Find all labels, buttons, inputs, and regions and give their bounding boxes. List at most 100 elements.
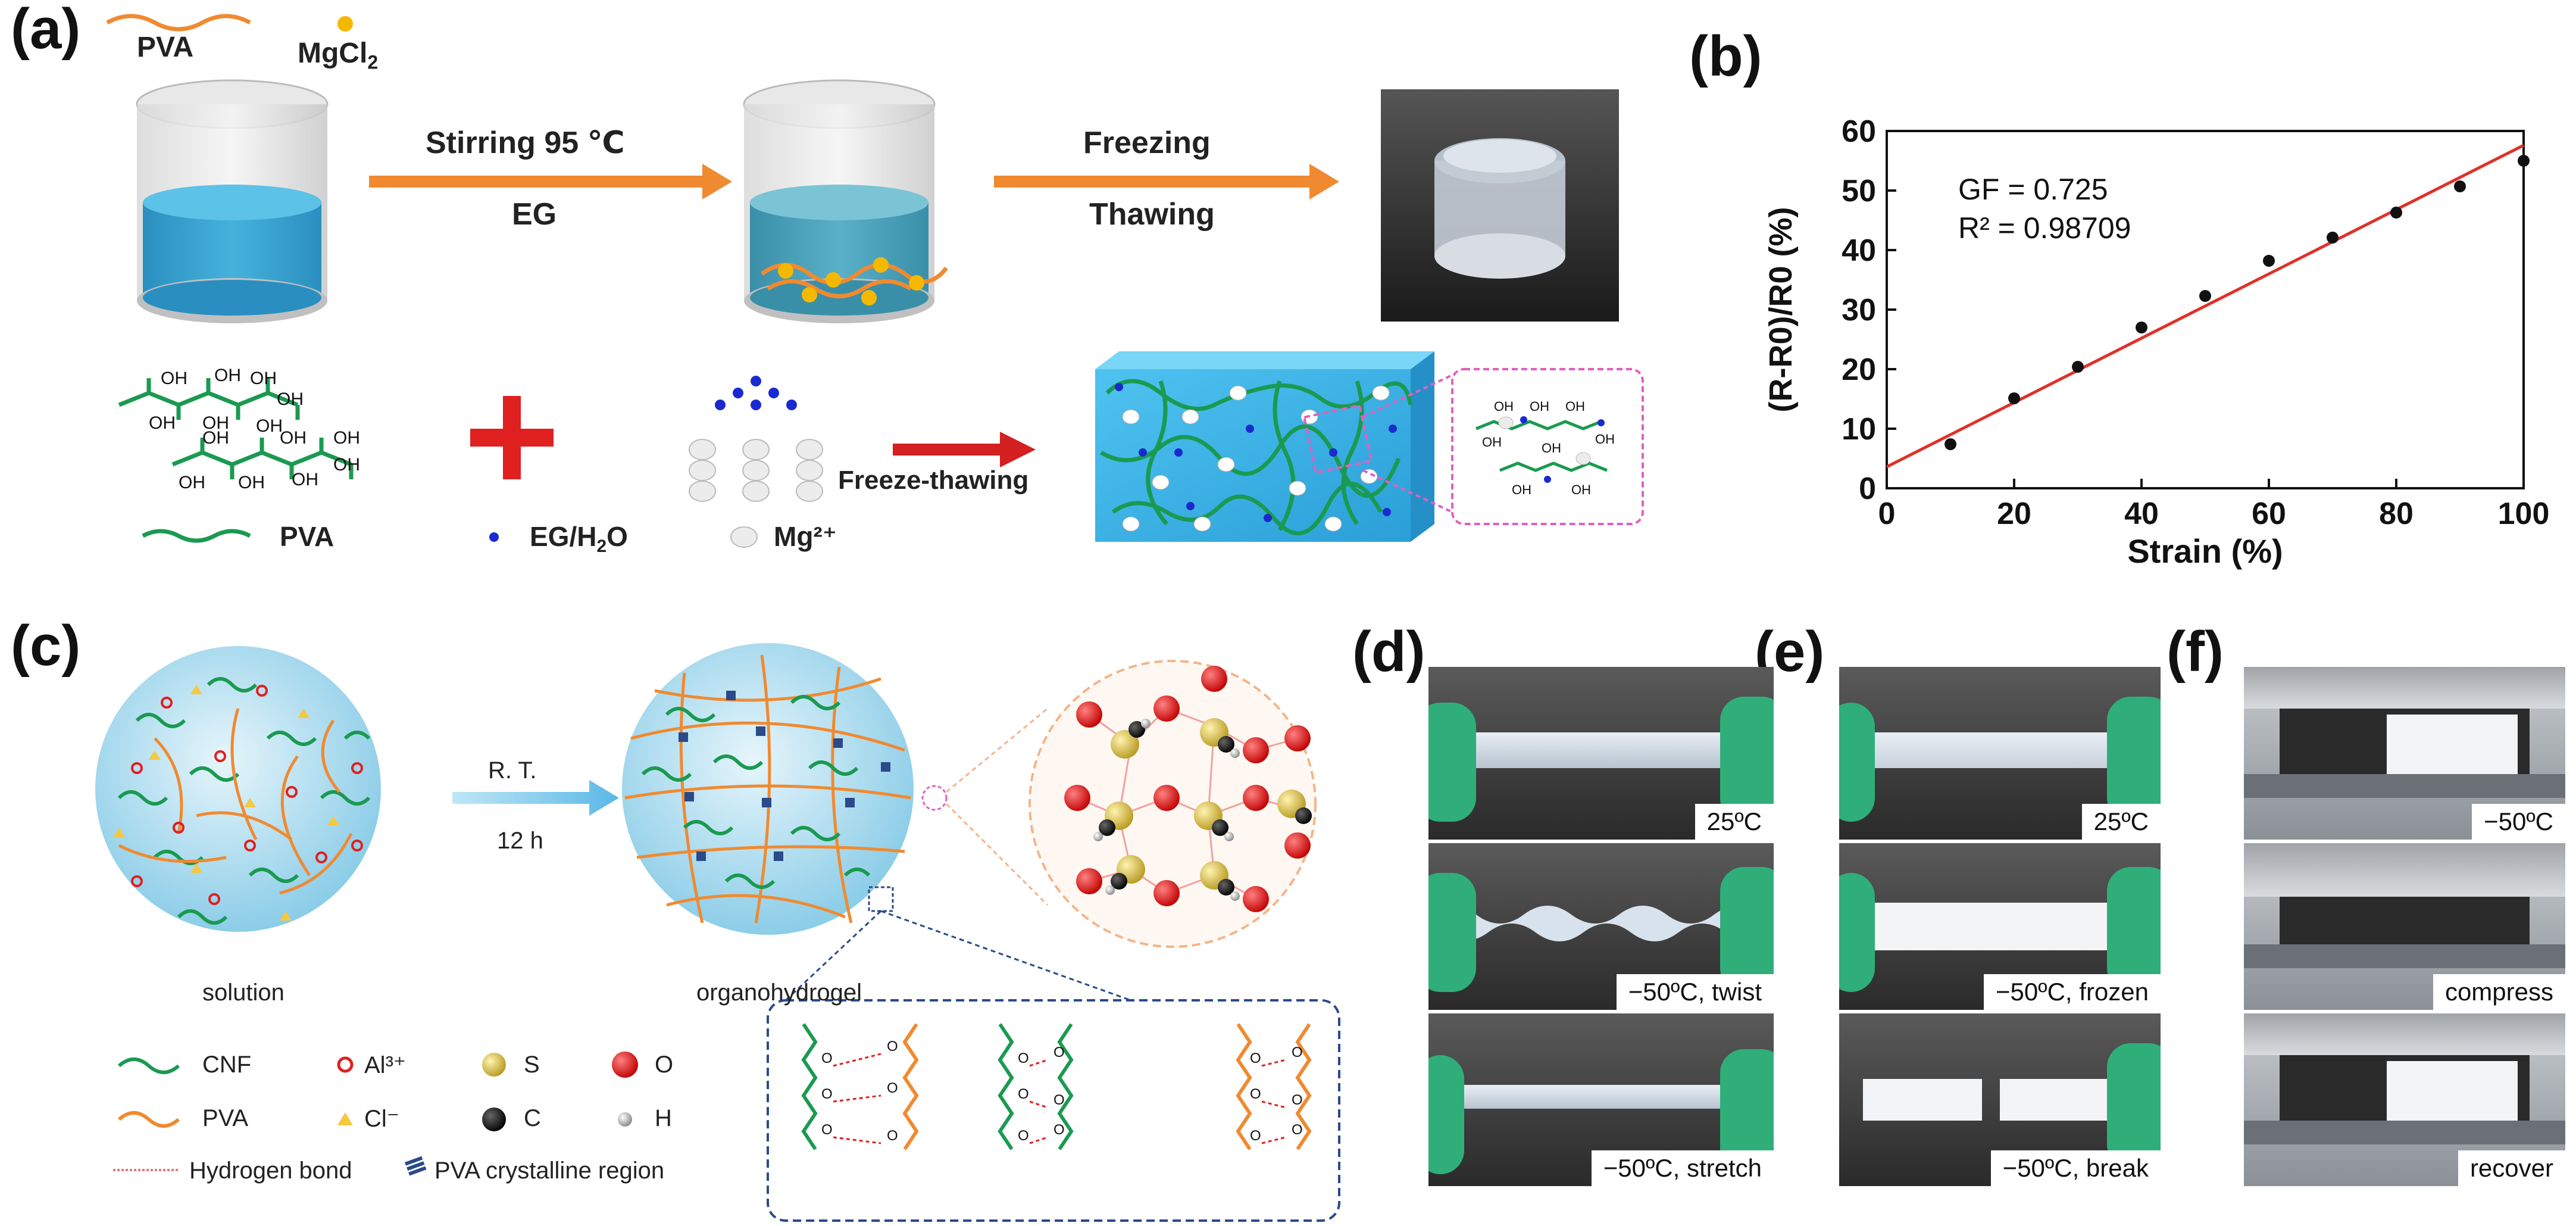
r2-annotation: R² = 0.98709 — [1958, 211, 2131, 245]
svg-text:O: O — [887, 1080, 898, 1096]
caption-e-frozen: −50ºC, frozen — [1984, 974, 2161, 1010]
oh-label: OH — [256, 416, 283, 436]
data-point — [2327, 232, 2339, 244]
svg-text:O: O — [1018, 1050, 1029, 1066]
organohydrogel-label: organohydrogel — [696, 979, 862, 1006]
crystal-key-icon — [405, 1156, 427, 1176]
gel-cube — [1095, 351, 1434, 542]
panel-c-schematic: OOO OOO OOO OOO OOO OOO — [95, 643, 1340, 1222]
panel-label-c: (c) — [11, 614, 81, 678]
o-key-label: O — [655, 1052, 674, 1078]
y-tick-label: 10 — [1842, 412, 1876, 447]
oh-label: OH — [280, 428, 307, 448]
freeze-thawing-label: Freeze-thawing — [838, 466, 1029, 495]
photo-d-stretch: −50ºC, stretch — [1428, 1013, 1774, 1186]
svg-text:O: O — [821, 1086, 833, 1102]
caption-f-recover: recover — [2458, 1150, 2565, 1186]
svg-text:OH: OH — [1542, 441, 1561, 456]
caption-d-stretch: −50ºC, stretch — [1591, 1150, 1774, 1186]
panel-label-b: (b) — [1689, 24, 1762, 88]
beaker-2 — [743, 79, 948, 323]
h-key-icon — [618, 1112, 632, 1127]
svg-text:O: O — [1053, 1092, 1065, 1108]
y-tick-label: 20 — [1842, 352, 1876, 387]
organohydrogel-sphere — [622, 643, 948, 935]
svg-text:OH: OH — [1530, 399, 1549, 414]
caption-d-twist: −50ºC, twist — [1616, 974, 1774, 1010]
svg-text:O: O — [887, 1038, 898, 1055]
pva-molecule-1 — [118, 378, 300, 420]
svg-text:O: O — [1018, 1086, 1029, 1102]
caption-e-break: −50ºC, break — [1990, 1150, 2161, 1186]
arrow-freeze-thawing — [893, 432, 1036, 467]
oh-label: OH — [149, 413, 176, 433]
arrow-stirring — [369, 164, 732, 199]
oh-label: OH — [202, 428, 229, 448]
x-axis-label: Strain (%) — [2127, 532, 2283, 570]
data-point — [2136, 322, 2147, 333]
oh-label: OH — [179, 473, 205, 492]
photo-f-compress: compress — [2244, 843, 2565, 1010]
pva-legend-squiggle — [106, 14, 251, 32]
oh-label: OH — [333, 428, 360, 448]
data-point — [2072, 361, 2084, 373]
svg-text:O: O — [821, 1122, 833, 1138]
svg-text:OH: OH — [1494, 399, 1514, 414]
y-axis-label: (R-R0)/R0 (%) — [1763, 207, 1799, 413]
oh-label: OH — [238, 473, 265, 492]
c-key-label: C — [524, 1105, 541, 1131]
arrow-freezing — [994, 164, 1339, 199]
svg-text:O: O — [1053, 1122, 1065, 1138]
oh-label: OH — [202, 413, 229, 433]
x-tick-label: 20 — [1997, 497, 2031, 531]
panel-label-a: (a) — [11, 0, 81, 61]
x-tick-label: 100 — [2498, 497, 2550, 531]
photo-e-25c: 25ºC — [1839, 667, 2161, 840]
mg-ions — [689, 439, 823, 502]
cl-key-icon — [337, 1112, 353, 1125]
data-point — [2518, 155, 2530, 167]
oh-label: OH — [214, 366, 241, 385]
y-tick-label: 0 — [1859, 472, 1876, 506]
molecules — [1064, 666, 1312, 912]
svg-text:O: O — [1018, 1128, 1029, 1144]
beaker-1 — [136, 79, 329, 323]
photo-d-25c: 25ºC — [1428, 667, 1774, 840]
eg-key-dot — [489, 532, 499, 542]
y-tick-label: 50 — [1842, 174, 1876, 208]
crystal-key-label: PVA crystalline region — [434, 1158, 665, 1184]
eg-key-label: EG/H2O — [530, 521, 628, 557]
fit-line — [1886, 143, 2525, 469]
data-point — [2199, 290, 2211, 302]
al-key-icon — [337, 1056, 354, 1073]
step2-bottom-label: Thawing — [1089, 197, 1215, 232]
s-key-icon — [482, 1053, 506, 1077]
data-point — [1944, 438, 1956, 450]
y-tick-label: 30 — [1842, 293, 1876, 327]
oh-label: OH — [292, 470, 318, 489]
svg-text:O: O — [1250, 1128, 1261, 1144]
h-key-label: H — [655, 1105, 672, 1131]
legend-mgcl2-label: MgCl2 — [298, 38, 379, 73]
x-tick-label: 80 — [2379, 497, 2414, 531]
o-key-icon — [612, 1052, 638, 1078]
x-tick-label: 40 — [2124, 497, 2159, 531]
mg-key-label: Mg²⁺ — [774, 521, 837, 552]
solution-label: solution — [202, 979, 285, 1006]
svg-text:OH: OH — [1512, 482, 1531, 497]
photo-f-recover: recover — [2244, 1013, 2565, 1186]
svg-text:O: O — [1250, 1086, 1261, 1102]
svg-text:OH: OH — [1571, 482, 1591, 497]
data-point — [2390, 207, 2402, 219]
s-key-label: S — [524, 1052, 540, 1078]
hbond-zoom-box — [767, 999, 1340, 1222]
oh-label: OH — [333, 455, 360, 475]
photo-e-frozen: −50ºC, frozen — [1839, 843, 2161, 1010]
fit-line-group — [1886, 143, 2525, 469]
svg-text:O: O — [1292, 1044, 1303, 1060]
cl-key-label: Cl⁻ — [364, 1106, 399, 1132]
data-point — [2454, 180, 2466, 192]
caption-f-minus50: −50ºC — [2472, 804, 2565, 840]
